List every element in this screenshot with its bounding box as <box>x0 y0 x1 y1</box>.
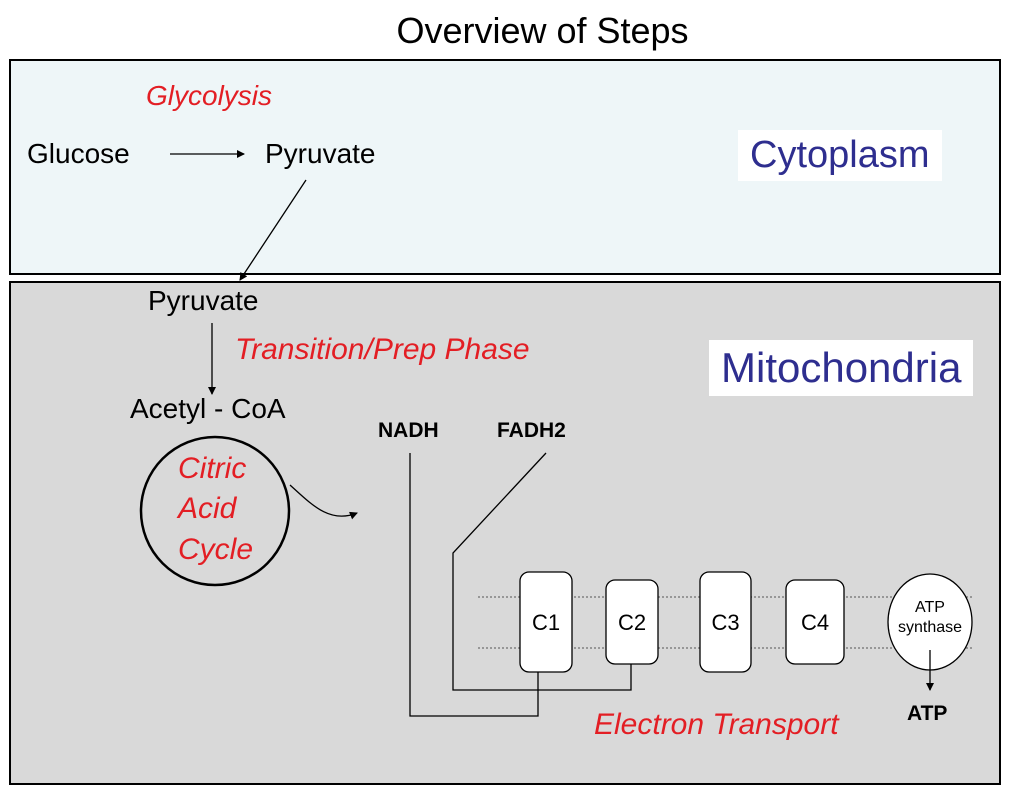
citric-label-line3: Cycle <box>178 533 254 566</box>
cycle-output-arrow <box>289 484 358 520</box>
atp-synthase-label-line2: synthase <box>897 619 963 636</box>
complex-c1-label: C1 <box>531 610 561 635</box>
citric-label-line2: Acid <box>178 492 237 525</box>
citric-label-line1: Citric <box>178 452 247 485</box>
cytoplasm-label: Cytoplasm <box>738 130 942 181</box>
pyruvate-mito-label: Pyruvate <box>148 285 259 316</box>
glycolysis-label: Glycolysis <box>146 80 273 111</box>
citric-acid-cycle-circle <box>139 435 291 587</box>
complex-c1-shape <box>519 571 573 673</box>
atp-synthase-label: ATP synthase <box>888 598 972 638</box>
pathway-diagram <box>139 150 973 717</box>
complex-c4-shape <box>785 579 845 665</box>
complex-c2-label: C2 <box>617 610 647 635</box>
complex-c4-label: C4 <box>800 610 830 635</box>
diagram-title: Overview of Steps <box>396 10 689 51</box>
atp-product-label: ATP <box>907 702 948 725</box>
complex-c3-shape <box>699 571 752 673</box>
nadh-path <box>409 453 542 717</box>
acetyl-coa-label: Acetyl - CoA <box>130 393 286 424</box>
electron-transport-label: Electron Transport <box>594 708 839 741</box>
glucose-label: Glucose <box>27 138 130 169</box>
transition-phase-label: Transition/Prep Phase <box>235 333 530 366</box>
complex-c2-shape <box>605 579 659 665</box>
pyruvate-transport-arrow <box>239 179 307 281</box>
fadh2-label: FADH2 <box>497 419 566 442</box>
nadh-label: NADH <box>378 419 439 442</box>
fadh2-path <box>452 452 635 691</box>
atp-synthase-label-line1: ATP <box>915 599 945 616</box>
pyruvate-cytoplasm-label: Pyruvate <box>265 138 376 169</box>
complex-c3-label: C3 <box>711 610 740 635</box>
mitochondria-label: Mitochondria <box>709 340 974 396</box>
